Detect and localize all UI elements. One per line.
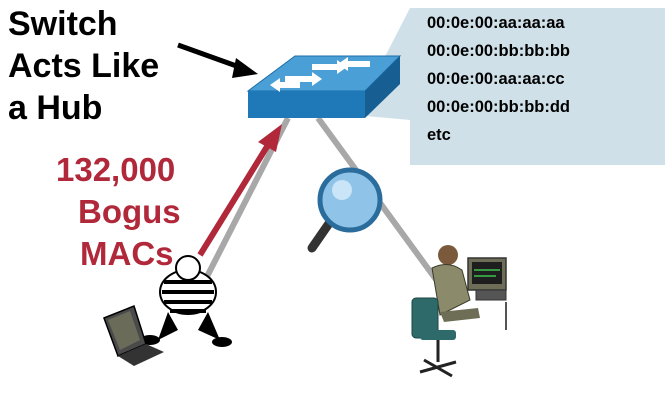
attack-label-line-2: Bogus: [78, 193, 181, 230]
title-line-1: Switch: [8, 5, 118, 43]
switch-icon: [246, 55, 402, 118]
attack-arrow: [197, 124, 282, 257]
mac-table-callout: [355, 8, 665, 165]
attack-label-line-3: MACs: [80, 235, 174, 272]
mac-entry-etc: etc: [427, 126, 451, 144]
title-line-3: a Hub: [8, 89, 103, 127]
attack-label-line-1: 132,000: [56, 151, 176, 188]
mac-entry-2: 00:0e:00:bb:bb:bb: [427, 42, 571, 60]
mac-entry-4: 00:0e:00:bb:bb:dd: [427, 98, 571, 116]
attacker-icon: [140, 255, 232, 347]
title-arrow: [177, 42, 258, 78]
user-workstation-icon: [411, 245, 507, 378]
magnifier-icon: [307, 167, 383, 253]
title-line-2: Acts Like: [8, 47, 160, 85]
mac-entry-3: 00:0e:00:aa:aa:cc: [427, 70, 565, 88]
laptop-icon: [103, 305, 164, 366]
mac-entry-1: 00:0e:00:aa:aa:aa: [427, 14, 565, 32]
